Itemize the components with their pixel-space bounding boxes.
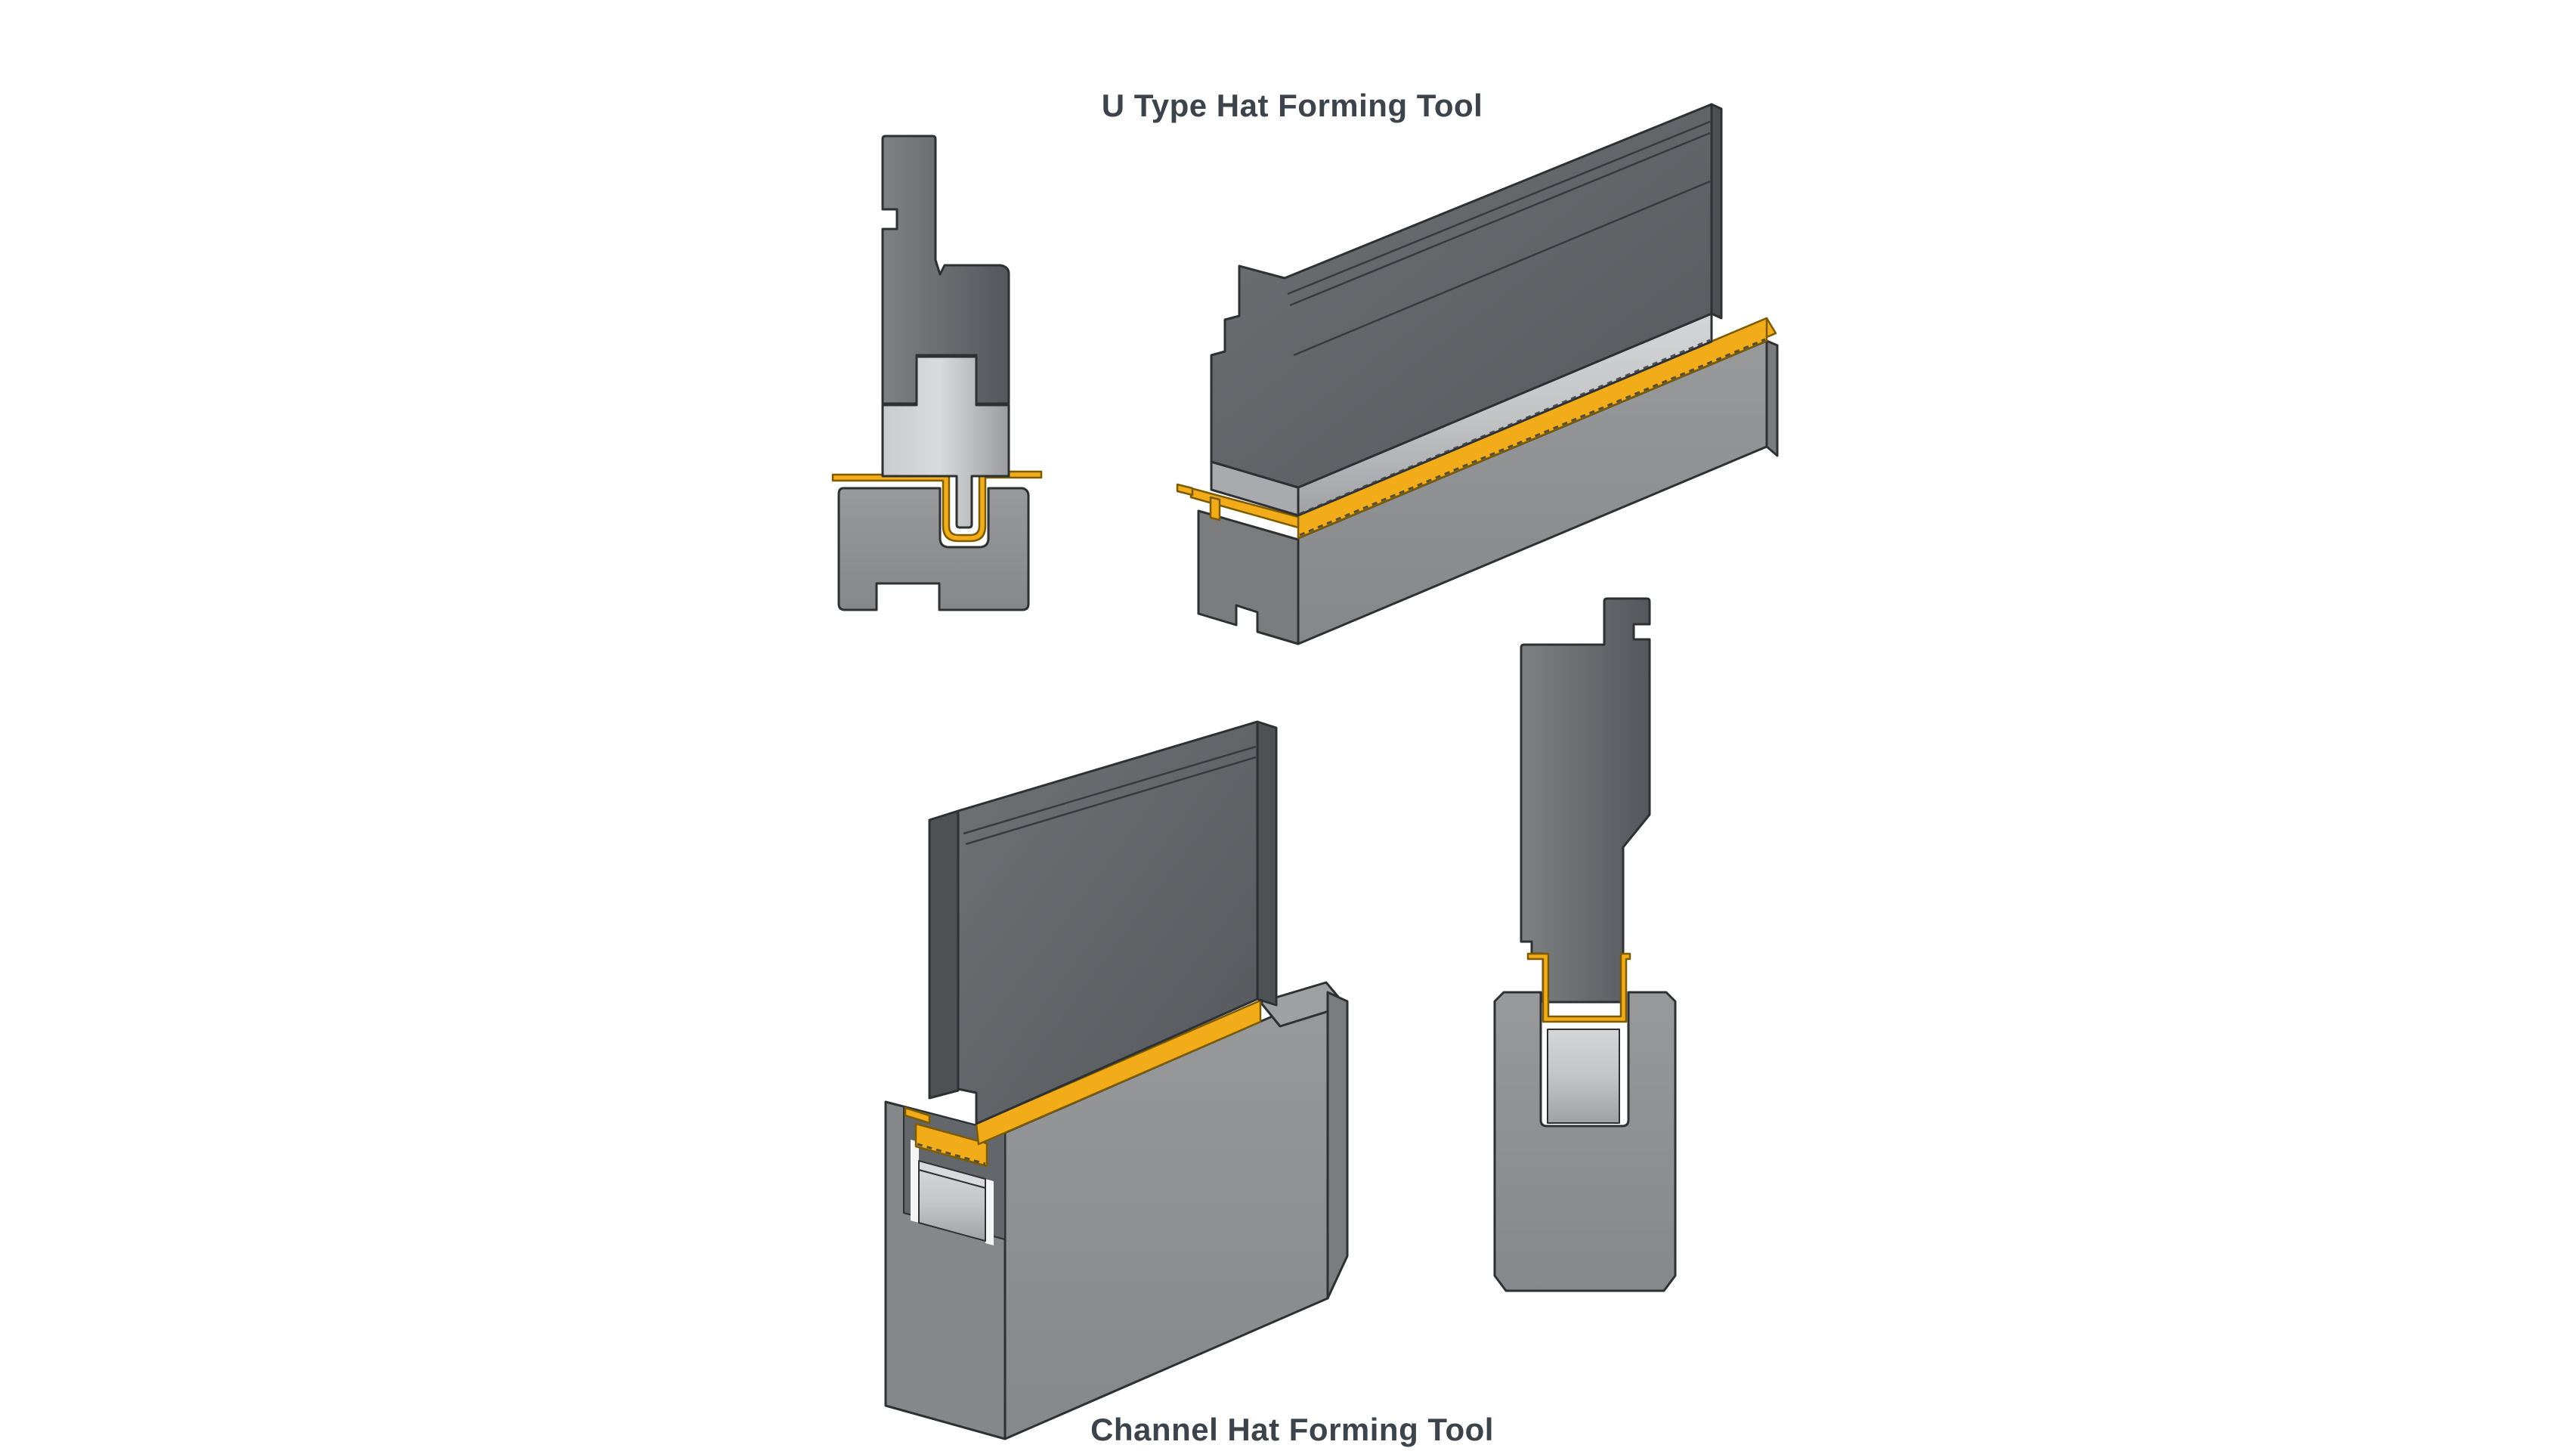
channel-die-shape (1493, 991, 1677, 1292)
u-type-tool-isometric (1176, 103, 1779, 645)
u-iso-tang-groove-2 (1289, 131, 1711, 307)
channel-iso-die-right-end (1326, 991, 1349, 1300)
u-iso-sheet-flange (1176, 483, 1194, 497)
channel-iso-sheet-hatch (917, 1143, 986, 1165)
title-u-type-hat-forming-tool: U Type Hat Forming Tool (1101, 88, 1483, 123)
channel-tool-cross-section (1493, 597, 1677, 1292)
title-channel-hat-forming-tool: Channel Hat Forming Tool (1090, 1412, 1494, 1447)
channel-punch-shape (1520, 597, 1651, 1004)
u-sheet-metal-shape (831, 470, 1043, 543)
channel-iso-sheet-cutaway (914, 1122, 988, 1168)
channel-iso-clearance-right (985, 1179, 994, 1245)
u-iso-body-step-line (1293, 180, 1711, 357)
u-punch-insert-shape (881, 355, 1010, 529)
channel-iso-tang-groove-1 (963, 745, 1257, 835)
u-iso-punch-body (1210, 103, 1713, 489)
u-type-tool-cross-section (831, 135, 1043, 611)
channel-iso-tang-groove-2 (965, 756, 1257, 846)
u-die-shape (837, 487, 1030, 611)
channel-iso-punch-right-end (1256, 720, 1278, 1007)
channel-sheet-metal-shape (1526, 952, 1631, 1023)
u-iso-die-right-end (1765, 339, 1779, 457)
u-iso-tang-groove-1 (1287, 120, 1711, 295)
u-iso-sheet-dip (1209, 496, 1221, 521)
channel-iso-sheet-band (975, 999, 1262, 1146)
channel-iso-insert-front (918, 1169, 986, 1242)
u-punch-holder-shape (881, 135, 1010, 405)
u-iso-die-end-face (1197, 509, 1300, 645)
channel-iso-sheet-flange (904, 1106, 931, 1125)
u-iso-punch-right-end (1710, 103, 1723, 320)
channel-iso-punch-end-sliver (928, 809, 960, 1100)
channel-tool-isometric (884, 720, 1349, 1440)
channel-insert-shape (1547, 1029, 1620, 1124)
channel-iso-clearance-left (911, 1140, 919, 1223)
